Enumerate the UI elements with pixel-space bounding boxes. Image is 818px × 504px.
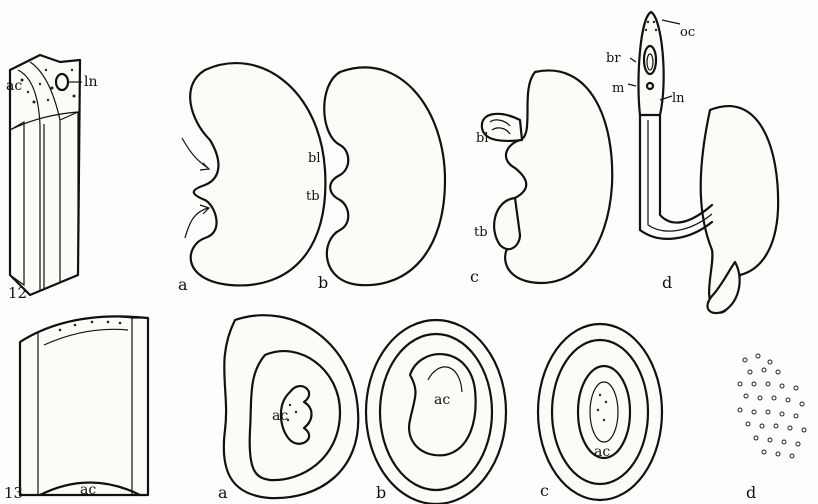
top-d-label-ln: ln [672, 91, 685, 106]
top-c-label-bl: bl [476, 131, 488, 146]
top-d-label-br: br [606, 51, 621, 66]
bottom-b-label-ac: ac [434, 392, 450, 408]
bottom-a-letter: a [218, 483, 228, 502]
top-b-embryo: bl tb b [306, 67, 445, 292]
bottom-c-section: ac c [538, 324, 662, 500]
top-b-letter: b [318, 273, 328, 292]
bottom-a-label-ac: ac [272, 408, 288, 424]
top-a-letter: a [178, 275, 188, 294]
top-b-label-tb: tb [306, 189, 320, 204]
top-c-label-tb: tb [474, 225, 488, 240]
top-d-label-oc: oc [680, 25, 695, 40]
bottom-c-label-ac: ac [594, 444, 610, 460]
top-d-label-m: m [612, 81, 624, 96]
bottom-a-section: ac a [218, 315, 358, 502]
fig12-label-ac: ac [6, 78, 22, 94]
bottom-b-letter: b [376, 483, 386, 502]
top-c-letter: c [470, 267, 479, 286]
fig12-number: 12 [8, 284, 27, 302]
fig13-number: 13 [4, 484, 23, 502]
bottom-d-letter: d [746, 483, 756, 502]
bottom-b-section: ac b [366, 320, 506, 504]
bottom-d-cell-cluster [738, 354, 806, 458]
top-c-tb-bud [494, 198, 520, 249]
top-a-embryo: a [178, 63, 325, 294]
top-c-embryo: bl tb c [470, 70, 612, 286]
fig13-label-ac: ac [80, 482, 96, 498]
top-d-embryo: oc br m ln d [606, 12, 778, 313]
fig13-outline [20, 316, 148, 495]
top-b-label-bl: bl [308, 151, 320, 166]
figure-12: ac ln 12 [6, 55, 98, 302]
top-d-letter: d [662, 273, 672, 292]
figure-13: ac 13 [4, 316, 148, 502]
fig12-label-ln: ln [84, 74, 98, 90]
bottom-c-letter: c [540, 481, 549, 500]
